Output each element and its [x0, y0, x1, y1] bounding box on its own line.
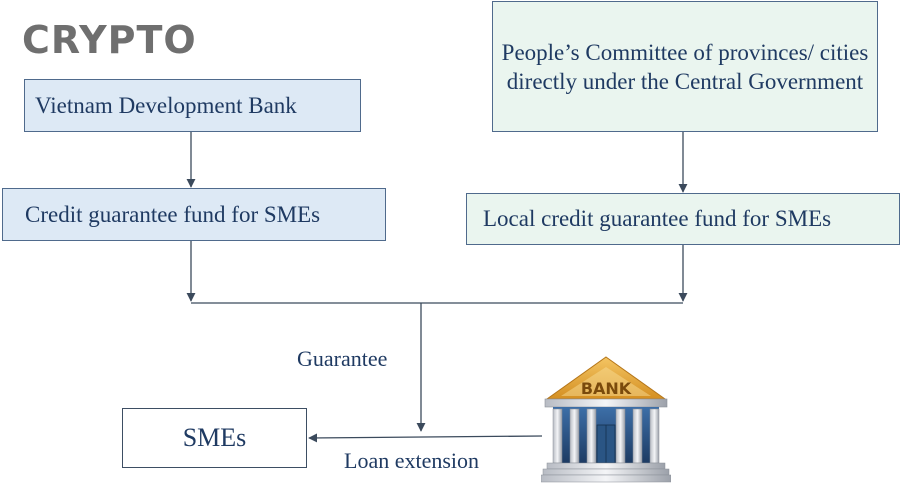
bank-icon: BANK: [541, 356, 671, 483]
crypto-watermark: CRYPTO: [22, 18, 197, 62]
credit-guarantee-fund-node: Credit guarantee fund for SMEs: [2, 188, 386, 241]
peoples-committee-node: People’s Committee of provinces/ cities …: [492, 1, 878, 132]
local-credit-guarantee-fund-node: Local credit guarantee fund for SMEs: [466, 193, 900, 245]
loan-extension-arrow: [308, 433, 543, 443]
bank-sign-text: BANK: [581, 379, 632, 398]
smes-node: SMEs: [122, 408, 307, 468]
vietnam-development-bank-node: Vietnam Development Bank: [24, 79, 361, 132]
guarantee-label: Guarantee: [297, 346, 388, 371]
loan-extension-label: Loan extension: [344, 448, 480, 473]
